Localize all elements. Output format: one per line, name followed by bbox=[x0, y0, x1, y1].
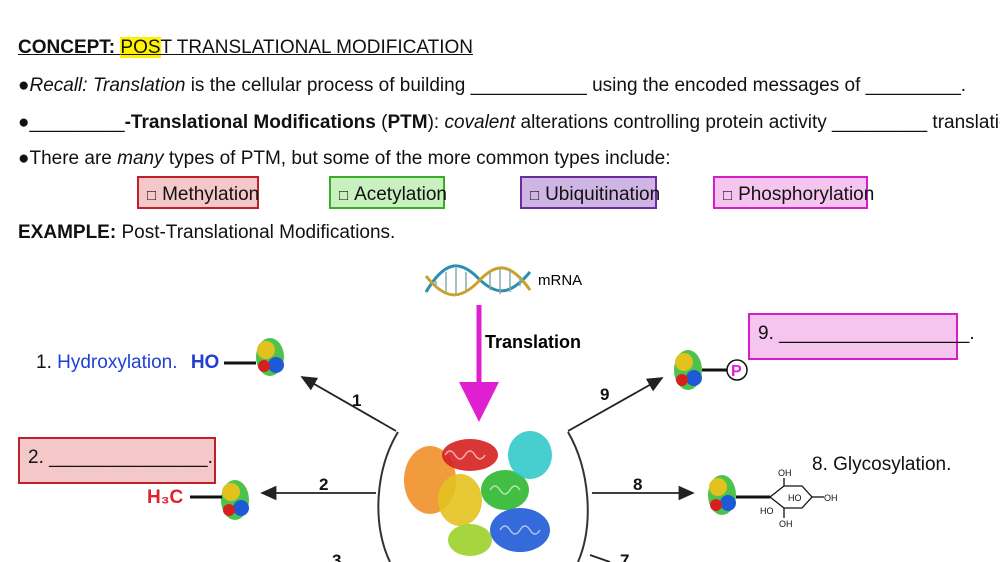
small-protein-icon bbox=[221, 480, 249, 520]
checkbox-icon[interactable]: □ bbox=[723, 187, 733, 204]
ptm-label: Phosphorylation bbox=[738, 184, 875, 205]
hydroxylation-label: 1. Hydroxylation. HO bbox=[36, 352, 219, 374]
small-protein-icon bbox=[674, 350, 702, 390]
translation-label: Translation bbox=[485, 332, 581, 352]
arrow-number-2: 2 bbox=[319, 475, 328, 494]
ptm-definition-line: ●_________-Translational Modifications (… bbox=[18, 111, 1000, 135]
methylation-box[interactable]: □ Methylation bbox=[137, 176, 259, 209]
arrow-number-9: 9 bbox=[600, 385, 609, 404]
glycosylation-label: 8. Glycosylation. bbox=[812, 454, 952, 475]
ptm-bold: -Translational Modifications bbox=[124, 112, 376, 133]
paren-close: ): bbox=[427, 112, 445, 133]
circle-left-arc bbox=[377, 431, 399, 562]
ubiquitination-box[interactable]: □ Ubiquitination bbox=[520, 176, 661, 209]
arrow-number-3: 3 bbox=[332, 551, 341, 562]
bullet: ● bbox=[18, 148, 30, 169]
paren-open: ( bbox=[375, 112, 388, 133]
acetylation-box[interactable]: □ Acetylation bbox=[329, 176, 448, 209]
many-italic: many bbox=[117, 148, 164, 169]
bullet: ● bbox=[18, 75, 30, 96]
blank-2-text: 2. _______________. bbox=[28, 447, 213, 468]
sugar-label: HO bbox=[760, 506, 774, 516]
hydroxylation-number: 1. bbox=[36, 352, 52, 373]
ptm-label: Acetylation bbox=[354, 184, 448, 205]
answer-box-2[interactable]: 2. _______________. bbox=[18, 437, 216, 484]
arrow-1 bbox=[300, 376, 397, 432]
small-protein-icon bbox=[708, 475, 736, 515]
types-line: ●There are many types of PTM, but some o… bbox=[18, 147, 671, 171]
example-text: Post-Translational Modifications. bbox=[116, 222, 396, 243]
sugar-label: OH bbox=[778, 468, 792, 478]
concept-title: CONCEPT: POST TRANSLATIONAL MODIFICATION bbox=[18, 36, 473, 60]
example-line: EXAMPLE: Post-Translational Modification… bbox=[18, 221, 395, 245]
answer-box-9[interactable]: 9. __________________. bbox=[748, 313, 975, 360]
recall-line: ●Recall: Translation is the cellular pro… bbox=[18, 74, 966, 98]
ptm-abbrev: PTM bbox=[387, 112, 428, 133]
circle-right-arc bbox=[567, 431, 589, 562]
hydroxylation-name: Hydroxylation. bbox=[57, 352, 178, 373]
types-text2: types of PTM, but some of the more commo… bbox=[163, 148, 671, 169]
covalent-italic: covalent bbox=[444, 112, 516, 133]
sugar-ring-icon bbox=[768, 478, 824, 518]
arrow-number-8: 8 bbox=[633, 475, 642, 494]
checkbox-icon[interactable]: □ bbox=[530, 187, 540, 204]
ptm-label: Ubiquitination bbox=[545, 184, 661, 205]
sugar-label: OH bbox=[779, 519, 793, 529]
concept-title-rest: T TRANSLATIONAL MODIFICATION bbox=[160, 37, 474, 58]
mrna-helix-icon bbox=[424, 264, 532, 297]
example-label: EXAMPLE: bbox=[18, 222, 117, 243]
phospho-symbol: P bbox=[731, 363, 742, 380]
ptm-label: Methylation bbox=[162, 184, 260, 205]
small-protein-icon bbox=[256, 338, 284, 376]
checkbox-icon[interactable]: □ bbox=[339, 187, 349, 204]
recall-text: is the cellular process of building ____… bbox=[185, 75, 967, 96]
sugar-label: OH bbox=[824, 493, 838, 503]
phosphate-circle bbox=[726, 359, 748, 381]
sugar-label: HO bbox=[788, 493, 802, 503]
blank: _________ bbox=[29, 112, 125, 133]
ptm-types-row: □ Methylation □ Acetylation □ Ubiquitinatio… bbox=[0, 176, 1000, 212]
ptm-text: alterations controlling protein activity… bbox=[515, 112, 1000, 133]
hydroxyl-group: HO bbox=[190, 352, 220, 373]
protein-structure-icon bbox=[404, 431, 552, 556]
arrow-7 bbox=[589, 554, 611, 562]
mrna-label: mRNA bbox=[538, 272, 582, 289]
bullet: ● bbox=[18, 112, 30, 133]
concept-label: CONCEPT: bbox=[18, 37, 116, 58]
checkbox-icon[interactable]: □ bbox=[147, 187, 157, 204]
phosphorylation-box[interactable]: □ Phosphorylation bbox=[713, 176, 874, 209]
types-text1: There are bbox=[29, 148, 118, 169]
methyl-group: H₃C bbox=[147, 487, 184, 508]
arrow-9 bbox=[567, 377, 664, 432]
recall-italic: Recall: Translation bbox=[29, 75, 186, 96]
arrow-number-1: 1 bbox=[352, 391, 361, 410]
arrow-number-7: 7 bbox=[620, 551, 629, 562]
blank-9-text: 9. __________________. bbox=[758, 323, 975, 344]
highlighted-text: POS bbox=[120, 37, 161, 58]
